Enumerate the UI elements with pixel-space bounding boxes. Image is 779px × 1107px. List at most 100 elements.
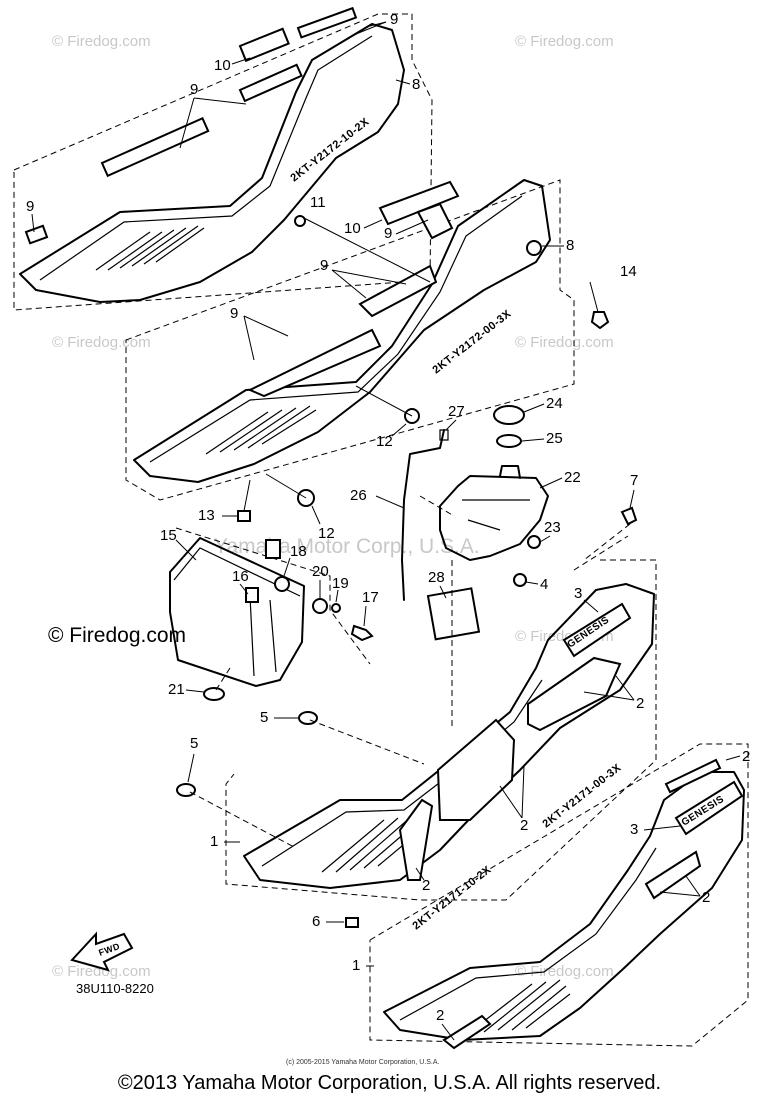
callout-label: 23: [544, 519, 561, 536]
panel-edge: [39, 35, 373, 281]
watermark-text: © Firedog.com: [515, 334, 614, 351]
callouts: 9 10 8 9 9 11 10 9 8 9 9 14 12 12 13 15: [26, 11, 750, 1041]
fasteners-upper: [237, 215, 610, 522]
decal-strip: [358, 264, 438, 318]
floor-grille: [469, 979, 571, 1033]
callout-label: 9: [190, 81, 198, 98]
callout-label: 2: [436, 1007, 444, 1024]
bolt-23: [527, 535, 541, 549]
decal-strip: [296, 6, 358, 39]
floor-grille: [321, 815, 427, 873]
callout-label: 26: [350, 487, 367, 504]
floor-grille: [205, 405, 317, 455]
callout-label: 16: [232, 568, 249, 585]
side-cover-right: [133, 179, 551, 483]
battery-box: [169, 527, 374, 701]
battery-box-body: [169, 537, 305, 687]
watermark-text: © Firedog.com: [515, 33, 614, 50]
callout-label: 1: [352, 957, 360, 974]
leader-line: [243, 479, 251, 512]
bracket: [265, 539, 281, 559]
genesis-decal: [674, 780, 744, 836]
copyright-notice: ©2013 Yamaha Motor Corporation, U.S.A. A…: [117, 1072, 662, 1094]
watermarks: © Firedog.com © Firedog.com © Firedog.co…: [48, 33, 614, 980]
damper-21: [203, 687, 225, 701]
callout-label: 4: [540, 576, 548, 593]
collar-19: [331, 603, 341, 613]
damper-20: [312, 598, 328, 614]
screw-6: [345, 917, 359, 928]
callout-label: 24: [546, 395, 563, 412]
watermark-text: © Firedog.com: [52, 334, 151, 351]
callout-label: 8: [412, 76, 420, 93]
fasteners-lower: [176, 506, 638, 928]
screw-13: [237, 510, 251, 522]
group-boundary: [125, 179, 575, 501]
trim-strip: [644, 850, 702, 900]
hose-clip-27: [439, 429, 449, 441]
callout-label: 3: [574, 585, 582, 602]
callout-label: 15: [160, 527, 177, 544]
group-boundary: [13, 13, 433, 311]
floor-grille: [95, 225, 205, 271]
panel-code: 2KT-Y2172-10-2X: [288, 116, 371, 185]
screw-11: [294, 215, 306, 227]
group-boundary: [225, 559, 657, 901]
nut-14: [590, 311, 610, 330]
trim-strip: [664, 758, 722, 794]
decal-strip: [100, 116, 210, 178]
callout-label: 10: [214, 57, 231, 74]
grommet-7: [620, 506, 638, 526]
leader-line: [303, 217, 431, 283]
grommet-5: [176, 783, 196, 797]
trim-strip: [442, 1014, 492, 1050]
screw-4: [513, 573, 527, 587]
callout-label: 6: [312, 913, 320, 930]
callout-label: 25: [546, 430, 563, 447]
panel-code: 2KT-Y2171-00-3X: [540, 762, 623, 831]
bolt-18: [274, 576, 290, 592]
leader-line: [355, 385, 413, 417]
decal-strip: [247, 328, 382, 398]
callout-label: 18: [290, 543, 307, 560]
callout-label: 2: [520, 817, 528, 834]
diagram-code: 38U110-8220: [76, 981, 154, 996]
callout-label: 9: [390, 11, 398, 28]
reflector-window: [436, 718, 516, 821]
watermark-text-large: © Firedog.com: [48, 624, 186, 647]
battery-box-rim: [173, 547, 301, 597]
watermark-text: © Firedog.com: [515, 963, 614, 980]
callout-label: 19: [332, 575, 349, 592]
callout-label: 27: [448, 403, 465, 420]
callout-label: 1: [210, 833, 218, 850]
decal-small: [24, 224, 49, 245]
callout-label: 2: [636, 695, 644, 712]
callout-label: 11: [310, 194, 326, 211]
watermark-text: © Firedog.com: [52, 963, 151, 980]
watermark-text: © Firedog.com: [52, 33, 151, 50]
callout-label: 21: [168, 681, 185, 698]
callout-label: 3: [630, 821, 638, 838]
gasket-25: [496, 434, 522, 448]
fwd-arrow: FWD: [70, 931, 134, 972]
callout-label: 9: [320, 257, 328, 274]
group-boundary: [369, 743, 749, 1047]
oil-tank: [439, 475, 549, 561]
side-cover-left: [19, 23, 405, 303]
leader-line: [589, 281, 599, 313]
panel-edge: [149, 195, 523, 463]
callout-label: 8: [566, 237, 574, 254]
callout-label: 9: [384, 225, 392, 242]
callout-label: 13: [198, 507, 215, 524]
callout-label: 22: [564, 469, 581, 486]
group-boundary: [175, 527, 371, 665]
callout-label: 14: [620, 263, 637, 280]
callout-label: 10: [344, 220, 361, 237]
grommet-5: [298, 711, 318, 725]
genesis-decal: [562, 602, 632, 658]
tank-cap-24: [493, 405, 525, 425]
callout-label: 2: [422, 877, 430, 894]
fine-print: (c) 2005-2015 Yamaha Motor Corporation, …: [286, 1059, 439, 1066]
callout-label: 5: [190, 735, 198, 752]
panel-code: 2KT-Y2171-10-2X: [410, 864, 493, 933]
